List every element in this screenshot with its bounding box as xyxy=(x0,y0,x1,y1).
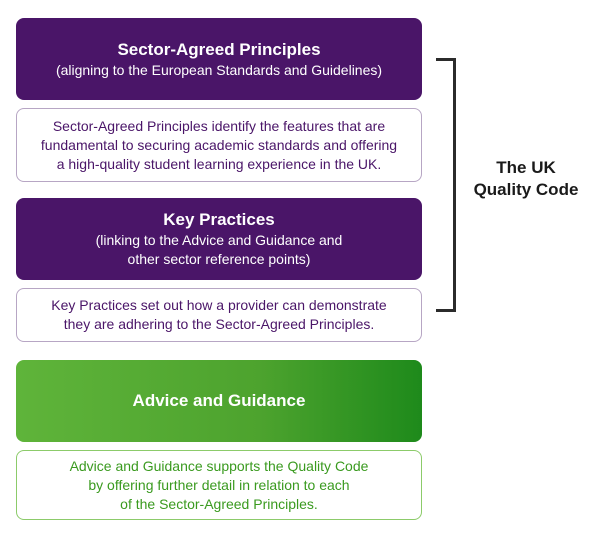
advice-and-guidance-description-box: Advice and Guidance supports the Quality… xyxy=(16,450,422,520)
sector-agreed-principles-title: Sector-Agreed Principles xyxy=(117,39,321,59)
advice-and-guidance-title: Advice and Guidance xyxy=(132,391,306,410)
uk-quality-code-label: The UK Quality Code xyxy=(473,158,579,199)
key-practices-subtitle: (linking to the Advice and Guidance and … xyxy=(95,232,343,267)
key-practices-title: Key Practices xyxy=(163,210,275,229)
sector-agreed-principles-description: Sector-Agreed Principles identify the fe… xyxy=(40,117,398,172)
advice-and-guidance-description: Advice and Guidance supports the Quality… xyxy=(69,457,369,512)
sector-agreed-principles-subtitle: (aligning to the European Standards and … xyxy=(55,61,383,78)
quality-code-bracket xyxy=(436,58,456,312)
key-practices-description: Key Practices set out how a provider can… xyxy=(51,297,387,332)
sector-agreed-principles-header: Sector-Agreed Principles (aligning to th… xyxy=(16,18,422,100)
advice-and-guidance-header: Advice and Guidance xyxy=(16,360,422,442)
key-practices-header: Key Practices (linking to the Advice and… xyxy=(16,198,422,280)
key-practices-description-box: Key Practices set out how a provider can… xyxy=(16,288,422,342)
sector-agreed-principles-description-box: Sector-Agreed Principles identify the fe… xyxy=(16,108,422,182)
